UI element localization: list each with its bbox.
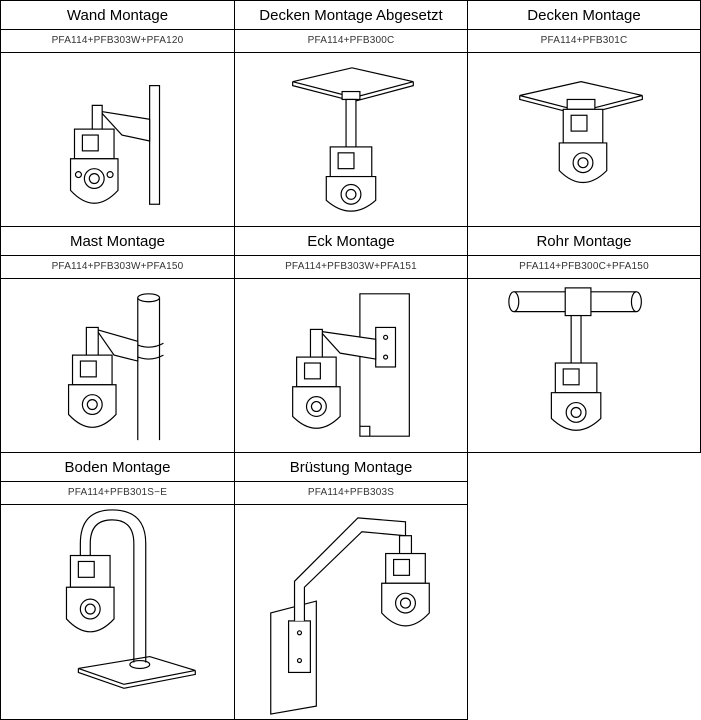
mount-code: PFA114+PFB303S — [235, 481, 467, 505]
mount-code: PFA114+PFB301S−E — [1, 481, 234, 505]
mount-title: Mast Montage — [69, 233, 166, 250]
mount-cell-pipe: Rohr Montage PFA114+PFB300C+PFA150 — [467, 226, 701, 453]
parapet-mount-icon — [235, 504, 467, 719]
mount-cell-floor: Boden Montage PFA114+PFB301S−E — [0, 452, 235, 720]
mount-title: Decken Montage Abgesetzt — [259, 7, 443, 24]
mount-cell-wall: Wand Montage PFA114+PFB303W+PFA120 — [0, 0, 235, 227]
mount-code: PFA114+PFB303W+PFA151 — [235, 255, 467, 279]
mount-code: PFA114+PFB300C — [235, 29, 467, 53]
mount-code: PFA114+PFB301C — [468, 29, 700, 53]
mount-title: Wand Montage — [66, 7, 169, 24]
mount-title: Boden Montage — [64, 459, 171, 476]
pendant-ceiling-mount-icon — [235, 52, 467, 226]
mount-cell-pendant-ceiling: Decken Montage Abgesetzt PFA114+PFB300C — [234, 0, 468, 227]
pole-mount-icon — [1, 278, 234, 452]
mount-cell-corner: Eck Montage PFA114+PFB303W+PFA151 — [234, 226, 468, 453]
floor-mount-icon — [1, 504, 234, 719]
mount-code: PFA114+PFB300C+PFA150 — [468, 255, 700, 279]
mount-cell-ceiling: Decken Montage PFA114+PFB301C — [467, 0, 701, 227]
mount-title: Eck Montage — [307, 233, 395, 250]
ceiling-mount-icon — [468, 52, 700, 226]
wall-mount-icon — [1, 52, 234, 226]
corner-mount-icon — [235, 278, 467, 452]
mount-title: Decken Montage — [527, 7, 641, 24]
mount-cell-parapet: Brüstung Montage PFA114+PFB303S — [234, 452, 468, 720]
mount-title: Rohr Montage — [536, 233, 632, 250]
mount-code: PFA114+PFB303W+PFA150 — [1, 255, 234, 279]
mount-code: PFA114+PFB303W+PFA120 — [1, 29, 234, 53]
pipe-mount-icon — [468, 278, 700, 452]
mount-title: Brüstung Montage — [289, 459, 413, 476]
mount-cell-pole: Mast Montage PFA114+PFB303W+PFA150 — [0, 226, 235, 453]
